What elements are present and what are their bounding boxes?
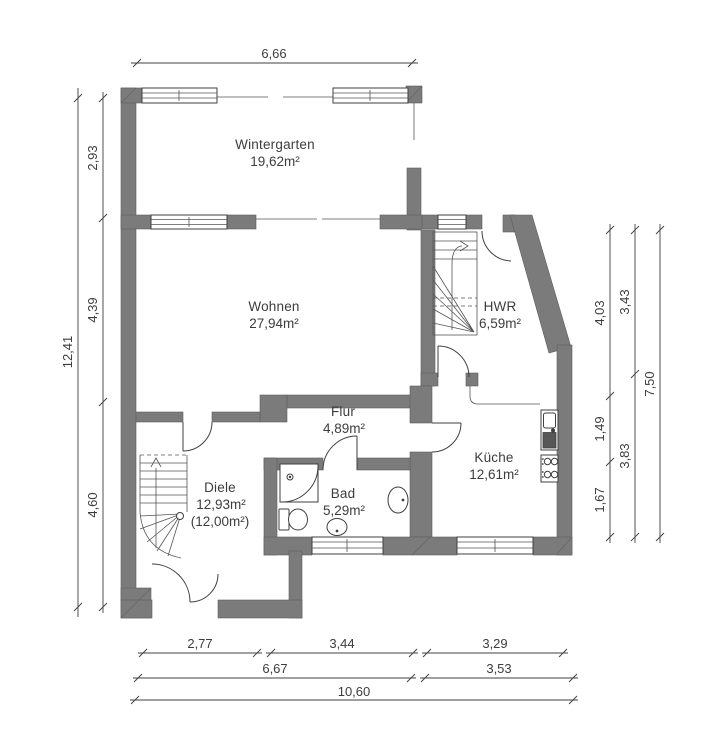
window-kueche-south (456, 536, 534, 555)
passage-line-kueche (469, 386, 540, 405)
room-area-hwr: 6,59m² (479, 316, 522, 331)
room-area-flur: 4,89m² (323, 421, 366, 436)
dim-bottom-r1-3: 3,29 (482, 636, 507, 651)
door-entrance (151, 563, 219, 603)
room-label-diele: Diele (204, 480, 236, 495)
dim-right-inner-3: 1,67 (592, 487, 607, 512)
wall-right-outer (556, 344, 573, 556)
washbasin-icon (387, 486, 409, 514)
room-label-kueche: Küche (474, 450, 513, 465)
room-area-bad: 5,29m² (323, 503, 366, 518)
dim-bottom-r1-1: 2,77 (187, 636, 212, 651)
door-wohnen-diele (182, 421, 213, 452)
room-area-kueche: 12,61m² (469, 467, 519, 482)
wall-bottom-1 (263, 536, 313, 556)
wall-wg-wohnen-3 (379, 214, 423, 230)
kitchen-fixtures (540, 409, 559, 483)
wall-hwr-bottom-2 (465, 372, 479, 387)
washbasin-small-icon (326, 518, 348, 536)
dim-right-total-value: 7,50 (642, 371, 657, 396)
room-area-diele: 12,93m² (196, 497, 246, 512)
dim-top-width: 6,66 (261, 46, 286, 61)
windows (141, 87, 534, 555)
dim-right-total: 7,50 (642, 224, 665, 543)
dim-bottom-total-value: 10,60 (338, 684, 371, 699)
dim-left-segments: 2,93 4,39 4,60 (85, 92, 108, 613)
dim-bottom-row2: 6,67 3,53 (133, 661, 578, 683)
room-area-wohnen: 27,94m² (249, 316, 299, 331)
window-wohnen-wintergarten (150, 214, 228, 230)
wall-top-left-corner (120, 87, 143, 104)
dim-left-seg-1: 2,93 (85, 145, 100, 170)
stove-icon (540, 454, 559, 483)
dim-bottom-r1-2: 3,44 (329, 636, 354, 651)
kitchen-sink-icon (540, 409, 559, 451)
dim-left-total-value: 12,41 (60, 336, 75, 369)
dimension-chains: 6,66 12,41 2,93 4,39 4,60 4,03 1,49 1,67… (60, 46, 665, 705)
wall-hwr-top-2 (465, 214, 483, 230)
room-label-wohnen: Wohnen (248, 299, 299, 314)
wall-miter-lines (120, 85, 573, 619)
dim-right-inner-2: 1,49 (592, 416, 607, 441)
wall-kueche-west-2 (409, 451, 433, 538)
wall-flur-bad-2 (356, 457, 411, 471)
wall-diele-bottom-1 (120, 599, 153, 619)
wall-diele-wohnen-1 (135, 411, 184, 423)
bath-fixtures (278, 463, 409, 536)
glazing-lines (217, 96, 540, 405)
wall-diele-bottom-2 (217, 599, 303, 619)
room-label-flur: Flur (331, 404, 355, 419)
walls (120, 85, 573, 619)
dim-left-seg-3: 4,60 (85, 492, 100, 517)
dim-bottom-total: 10,60 (130, 684, 578, 705)
room-area-alt-diele: (12,00m²) (191, 514, 250, 529)
dim-right-inner: 4,03 1,49 1,67 (592, 224, 615, 543)
wall-kueche-west-1 (409, 385, 433, 424)
wall-wintergarten-east (406, 167, 422, 231)
wall-diele-wohnen-2 (211, 411, 261, 423)
dim-left-total: 12,41 (60, 88, 83, 617)
room-label-bad: Bad (331, 486, 356, 501)
window-hwr-north (437, 214, 467, 230)
wall-flur-block (259, 394, 288, 423)
dim-bottom-r2-1: 6,67 (262, 661, 287, 676)
dim-right-mid: 3,43 3,83 (617, 224, 640, 543)
stair-newel-post (176, 512, 184, 520)
wall-bottom-2 (382, 536, 458, 556)
dim-right-inner-1: 4,03 (592, 300, 607, 325)
door-bad (322, 435, 358, 471)
window-bad-south (311, 536, 384, 555)
stairs-hwr (432, 231, 478, 336)
stairs-diele (139, 454, 188, 559)
stair-up-arrow (459, 240, 469, 252)
room-labels: Wintergarten 19,62m² Wohnen 27,94m² HWR … (191, 137, 522, 529)
dim-left-seg-2: 4,39 (85, 297, 100, 322)
wall-left-outer (120, 87, 137, 601)
wall-diagonal (509, 214, 572, 354)
wall-wg-wohnen-2 (226, 214, 257, 230)
dim-right-mid-2: 3,83 (617, 443, 632, 468)
room-label-hwr: HWR (484, 299, 517, 314)
door-hwr-north (481, 230, 512, 262)
dim-bottom-row1: 2,77 3,44 3,29 (138, 636, 568, 658)
room-label-wintergarten: Wintergarten (235, 137, 315, 152)
shower-icon (279, 463, 319, 503)
wall-bottom-3 (532, 536, 573, 556)
wall-hwr-bottom-1 (420, 372, 439, 387)
dim-bottom-r2-2: 3,53 (486, 661, 511, 676)
room-area-wintergarten: 19,62m² (250, 154, 300, 169)
dim-right-mid-1: 3,43 (617, 289, 632, 314)
wall-hwr-top-1 (421, 214, 439, 230)
door-kueche (431, 422, 462, 453)
toilet-icon (278, 508, 308, 531)
window-wintergarten-north-1 (141, 87, 218, 104)
doors (151, 230, 512, 603)
dim-top: 6,66 (131, 46, 418, 68)
window-wintergarten-north-2 (332, 87, 409, 104)
wall-wg-wohnen-1 (120, 214, 152, 230)
door-hwr-south (437, 345, 470, 378)
stair-up-arrow (150, 457, 162, 468)
